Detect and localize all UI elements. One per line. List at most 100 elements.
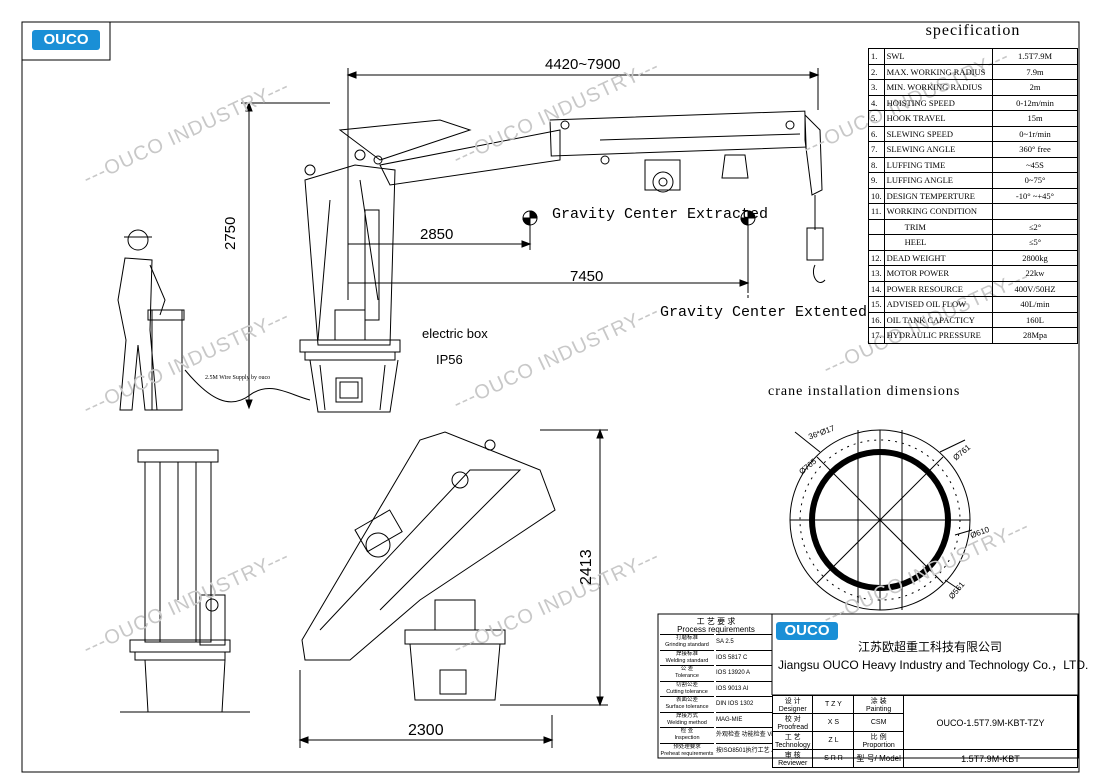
company-name-cn: 江苏欧超重工科技有限公司	[858, 640, 1003, 654]
spec-value: 0~75°	[992, 172, 1078, 189]
proportion-en: Proportion	[862, 742, 895, 749]
front-view-drawing	[120, 449, 250, 713]
process-label-en: Surface tolerance	[665, 704, 709, 710]
spec-parameter: TRIM	[883, 218, 994, 235]
process-row-value: 按ISO8501执行工艺 According to the ISO8501	[716, 742, 772, 759]
proportion-cn: 比 例	[870, 734, 887, 741]
spec-row: TRIM≤2°	[868, 218, 1078, 235]
process-row-value: IOS 9013 AI	[716, 680, 772, 697]
spec-value: ≤2°	[992, 218, 1078, 235]
drawing-number: OUCO-1.5T7.9M-KBT-TZY	[902, 695, 1079, 750]
folded-width-label: 2300	[408, 722, 444, 739]
spec-number: 16.	[868, 311, 885, 328]
dim-7450-label: 7450	[570, 268, 604, 285]
spec-number: 2.	[868, 63, 885, 80]
spec-number: 8.	[868, 156, 885, 173]
coating-cn: 涂 装	[870, 698, 887, 705]
spec-value: 0~1r/min	[992, 125, 1078, 142]
electric-box-label: electric box	[422, 326, 488, 341]
spec-number	[868, 218, 885, 235]
role-en: Designer	[778, 706, 807, 713]
spec-number: 10.	[868, 187, 885, 204]
spec-number: 5.	[868, 110, 885, 127]
spec-value: ~45S	[992, 156, 1078, 173]
spec-value: 2m	[992, 79, 1078, 96]
spec-row: 11.WORKING CONDITION	[868, 203, 1078, 220]
ouco-logo: OUCO	[32, 30, 100, 50]
process-label-cn: 焊接标准	[675, 650, 698, 657]
process-label-cn: 预处理要求	[673, 743, 701, 750]
spec-parameter: LUFFING ANGLE	[883, 172, 994, 189]
folded-height-label: 2413	[578, 549, 595, 585]
installation-circle-drawing	[789, 429, 973, 611]
spec-value: 40L/min	[992, 296, 1078, 313]
role-cn: 审 核	[784, 752, 801, 759]
spec-parameter: HYDRAULIC PRESSURE	[883, 327, 994, 344]
process-label-en: Tolerance	[675, 673, 699, 679]
spec-parameter: LUFFING TIME	[883, 156, 994, 173]
process-row-value: SA 2.5	[716, 634, 772, 650]
spec-number: 15.	[868, 296, 885, 313]
process-row-value: IOS 5817 C	[716, 649, 772, 666]
gravity-center-extracted-label: Gravity Center Extracted	[552, 206, 769, 223]
spec-parameter: MOTOR POWER	[883, 265, 994, 282]
role-en: Technology	[775, 742, 811, 749]
folded-view-drawing	[298, 428, 608, 748]
role-value: X S	[812, 713, 855, 732]
process-label-en: Welding standard	[665, 657, 709, 664]
spec-parameter: SLEWING ANGLE	[883, 141, 994, 158]
process-label-en: Welding method	[667, 719, 707, 726]
spec-value	[992, 203, 1078, 220]
process-label-en: Grinding standard	[665, 642, 709, 648]
process-label-en: Cutting tolerance	[666, 688, 708, 695]
process-row-value: MAG-MIE	[716, 711, 772, 728]
model-value: 1.5T7.9M-KBT	[902, 749, 1079, 768]
role-cn: 设 计	[784, 698, 801, 705]
side-view-drawing	[117, 68, 826, 413]
process-en: Process requirements	[677, 625, 755, 634]
process-cn: 工 艺 要 求	[696, 617, 736, 626]
role-value: Z L	[812, 731, 855, 750]
process-label-cn: 检 查	[680, 728, 694, 734]
installation-title: crane installation dimensions	[768, 384, 961, 399]
spec-number: 9.	[868, 172, 885, 189]
spec-number: 11.	[868, 203, 885, 220]
spec-parameter: SWL	[883, 48, 994, 65]
company-name-en: Jiangsu OUCO Heavy Industry and Technolo…	[778, 658, 1089, 672]
spec-parameter: DESIGN TEMPERTURE	[883, 187, 994, 204]
dim-2850-label: 2850	[420, 226, 454, 243]
spec-value: 28Mpa	[992, 327, 1078, 344]
spec-number	[868, 234, 885, 251]
spec-parameter: MAX. WORKING RADIUS	[883, 63, 994, 80]
spec-value: 22kw	[992, 265, 1078, 282]
dim-height-label: 2750	[222, 216, 239, 250]
spec-parameter: WORKING CONDITION	[883, 203, 994, 220]
process-row-value: DIN IOS 1302	[716, 696, 772, 712]
spec-parameter: POWER RESOURCE	[883, 280, 994, 297]
wire-supply-label: 2.5M Wire Supply by ouco	[205, 375, 271, 381]
spec-number: 12.	[868, 249, 885, 266]
spec-value: 1.5T7.9M	[992, 48, 1078, 65]
process-label-en: Inspection	[674, 735, 700, 741]
process-row-value: 外观检查 功能检查 Visual inspection Function che…	[716, 727, 772, 743]
title-block-logo: OUCO	[776, 622, 838, 640]
spec-row: HEEL≤5°	[868, 234, 1078, 251]
spec-number: 17.	[868, 327, 885, 344]
spec-value: -10° ~+45°	[992, 187, 1078, 204]
